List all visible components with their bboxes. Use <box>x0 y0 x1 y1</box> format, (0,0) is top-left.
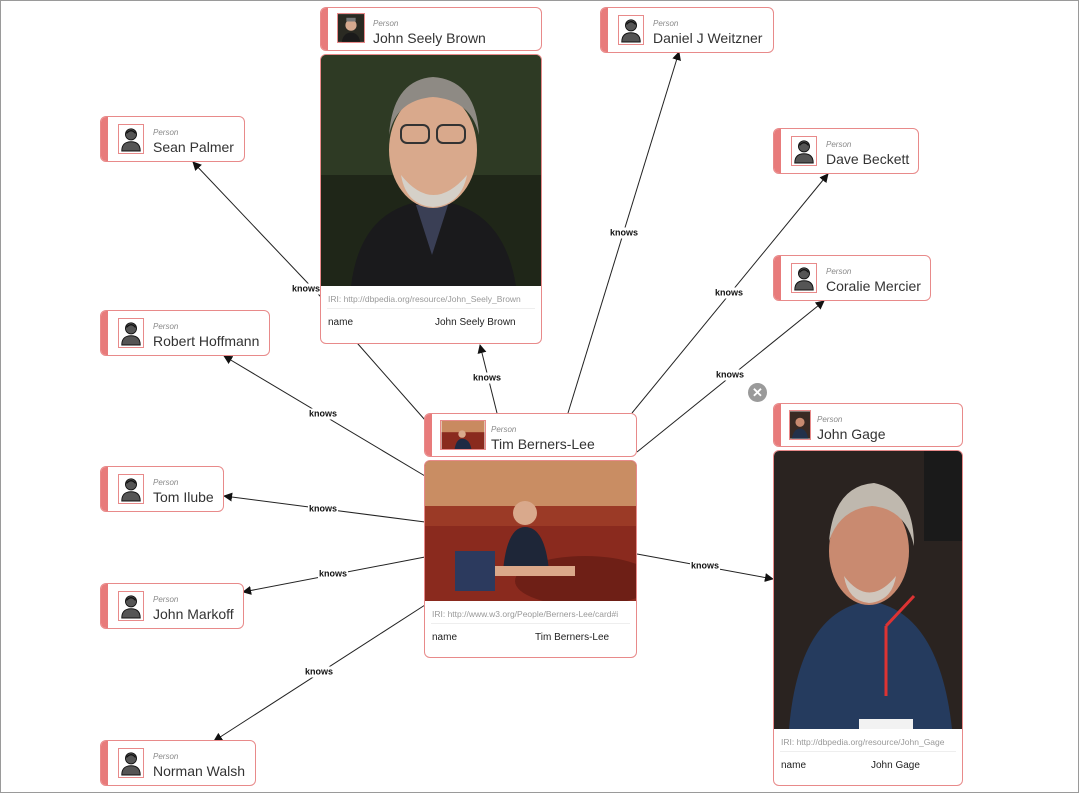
node-label: Coralie Mercier <box>826 278 921 294</box>
node-accent-bar <box>101 741 108 785</box>
node-label: Robert Hoffmann <box>153 333 260 349</box>
node-accent-bar <box>425 414 432 456</box>
node-norman-walsh[interactable]: Person Norman Walsh <box>100 740 256 786</box>
node-label: Sean Palmer <box>153 139 234 155</box>
property-name: name <box>432 632 458 643</box>
node-label: John Seely Brown <box>373 30 486 46</box>
node-label: Norman Walsh <box>153 763 246 779</box>
node-coralie-mercier[interactable]: Person Coralie Mercier <box>773 255 931 301</box>
edge-label: knows <box>307 408 339 420</box>
node-accent-bar <box>601 8 608 52</box>
person-avatar-icon <box>618 15 644 45</box>
node-type: Person <box>653 19 679 28</box>
node-daniel-weitzner[interactable]: Person Daniel J Weitzner <box>600 7 774 53</box>
node-accent-bar <box>101 117 108 161</box>
edge-label: knows <box>307 503 339 515</box>
edge-label: knows <box>303 666 335 678</box>
node-type: Person <box>817 415 843 424</box>
node-john-markoff[interactable]: Person John Markoff <box>100 583 244 629</box>
node-label: John Markoff <box>153 606 234 622</box>
node-accent-bar <box>101 311 108 355</box>
edge-label: knows <box>290 283 322 295</box>
person-avatar-icon <box>118 318 144 348</box>
node-accent-bar <box>321 8 328 50</box>
node-label: Tom Ilube <box>153 489 214 505</box>
node-robert-hoffmann[interactable]: Person Robert Hoffmann <box>100 310 270 356</box>
person-photo-thumbnail <box>337 13 365 43</box>
node-type: Person <box>153 752 179 761</box>
divider <box>780 751 956 752</box>
person-avatar-icon <box>791 263 817 293</box>
node-accent-bar <box>774 129 781 173</box>
node-john-gage[interactable]: Person John Gage <box>773 403 963 447</box>
node-dave-beckett[interactable]: Person Dave Beckett <box>773 128 919 174</box>
node-tom-ilube[interactable]: Person Tom Ilube <box>100 466 224 512</box>
divider <box>327 308 535 309</box>
card-john-seely-brown[interactable]: IRI: http://dbpedia.org/resource/John_Se… <box>320 54 542 344</box>
edge-label: knows <box>689 560 721 572</box>
close-icon[interactable]: ✕ <box>748 383 767 402</box>
node-accent-bar <box>774 404 781 446</box>
edge-label: knows <box>471 372 503 384</box>
edge-label: knows <box>713 287 745 299</box>
card-tim-berners-lee[interactable]: IRI: http://www.w3.org/People/Berners-Le… <box>424 460 637 658</box>
node-type: Person <box>491 425 517 434</box>
edge-label: knows <box>714 369 746 381</box>
property-name: name <box>328 317 354 328</box>
person-photo <box>774 451 962 729</box>
edge-label: knows <box>317 568 349 580</box>
person-photo <box>321 55 541 286</box>
node-type: Person <box>153 128 179 137</box>
node-label: Tim Berners-Lee <box>491 436 595 452</box>
node-type: Person <box>153 478 179 487</box>
person-avatar-icon <box>118 124 144 154</box>
divider <box>431 623 630 624</box>
person-avatar-icon <box>118 591 144 621</box>
person-avatar-icon <box>118 748 144 778</box>
property-value: John Gage <box>871 760 920 771</box>
person-photo-thumbnail <box>789 410 811 440</box>
node-label: Daniel J Weitzner <box>653 30 763 46</box>
iri-text: IRI: http://www.w3.org/People/Berners-Le… <box>432 609 619 619</box>
iri-text: IRI: http://dbpedia.org/resource/John_Se… <box>328 294 521 304</box>
node-type: Person <box>826 267 852 276</box>
node-john-seely-brown[interactable]: Person John Seely Brown <box>320 7 542 51</box>
person-avatar-icon <box>118 474 144 504</box>
property-name: name <box>781 760 807 771</box>
person-avatar-icon <box>791 136 817 166</box>
node-tim-berners-lee[interactable]: Person Tim Berners-Lee <box>424 413 637 457</box>
person-photo-thumbnail <box>440 420 486 450</box>
card-john-gage[interactable]: IRI: http://dbpedia.org/resource/John_Ga… <box>773 450 963 786</box>
property-value: Tim Berners-Lee <box>535 632 610 643</box>
person-photo <box>425 461 636 606</box>
edge-label: knows <box>608 227 640 239</box>
node-type: Person <box>153 322 179 331</box>
property-value: John Seely Brown <box>435 317 516 328</box>
node-label: Dave Beckett <box>826 151 910 167</box>
node-label: John Gage <box>817 426 886 442</box>
iri-text: IRI: http://dbpedia.org/resource/John_Ga… <box>781 737 945 747</box>
node-type: Person <box>826 140 852 149</box>
node-type: Person <box>153 595 179 604</box>
node-sean-palmer[interactable]: Person Sean Palmer <box>100 116 245 162</box>
node-type: Person <box>373 19 399 28</box>
node-accent-bar <box>101 584 108 628</box>
node-accent-bar <box>101 467 108 511</box>
node-accent-bar <box>774 256 781 300</box>
